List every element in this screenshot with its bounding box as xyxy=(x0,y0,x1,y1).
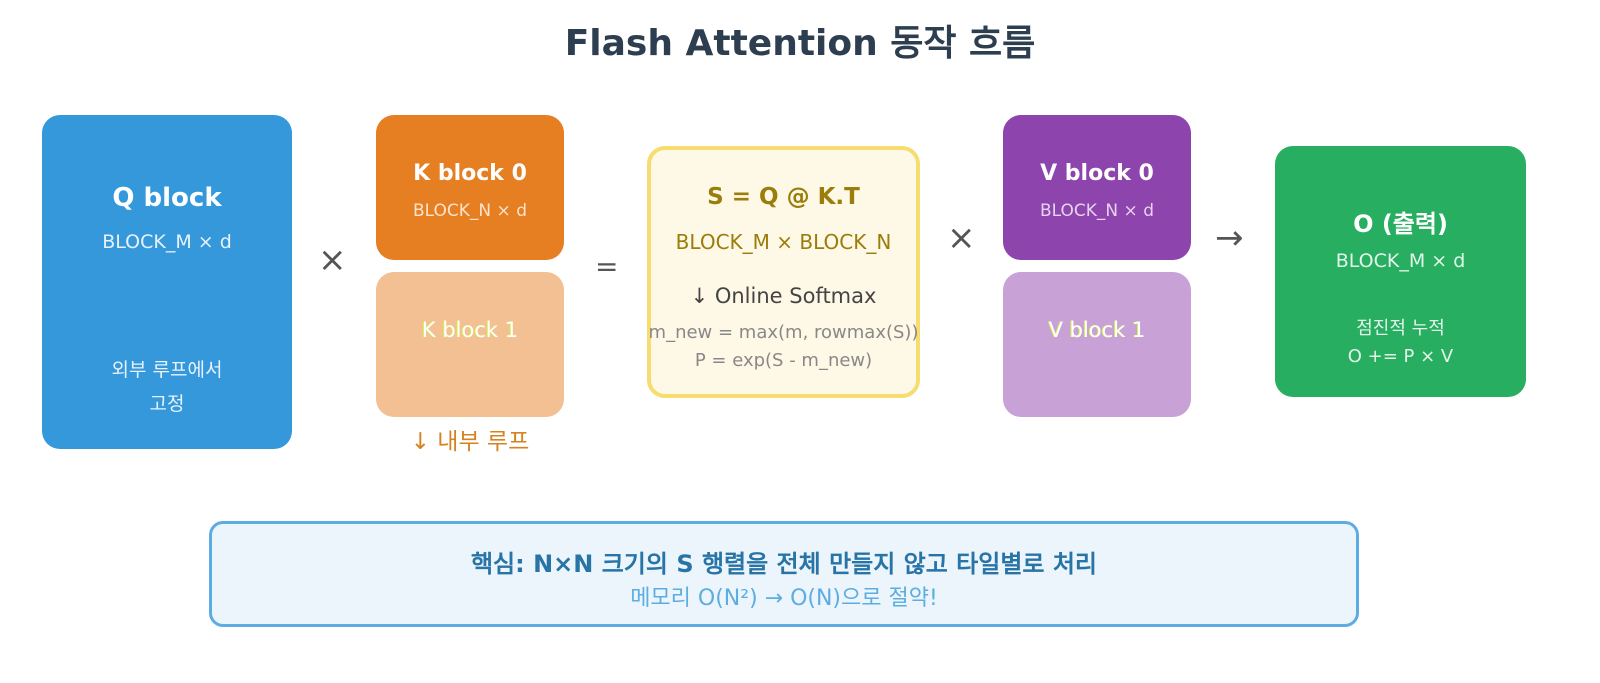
k0-title: K block 0 xyxy=(413,161,527,186)
k-block-1: K block 1 xyxy=(376,272,564,417)
q-block: Q block BLOCK_M × d 외부 루프에서 고정 xyxy=(42,115,292,449)
softmax-eq2: P = exp(S - m_new) xyxy=(694,350,873,371)
summary-box: 핵심: N×N 크기의 S 행렬을 전체 만들지 않고 타일별로 처리 메모리 … xyxy=(209,521,1359,627)
v-block-1: V block 1 xyxy=(1003,272,1191,417)
online-softmax-label: ↓ Online Softmax xyxy=(690,284,877,308)
s-block: S = Q @ K.T BLOCK_M × BLOCK_N ↓ Online S… xyxy=(647,146,920,398)
o-note2: O += P × V xyxy=(1347,346,1454,367)
arrow-right-icon: → xyxy=(1215,218,1244,258)
summary-line1: 핵심: N×N 크기의 S 행렬을 전체 만들지 않고 타일별로 처리 xyxy=(470,550,1098,578)
q-note1: 외부 루프에서 xyxy=(111,359,223,381)
q-title: Q block xyxy=(112,183,222,213)
o-note1: 점진적 누적 xyxy=(1356,318,1445,339)
o-block: O (출력) BLOCK_M × d 점진적 누적 O += P × V xyxy=(1275,146,1526,397)
multiply-operator: × xyxy=(947,218,976,258)
softmax-eq1: m_new = max(m, rowmax(S)) xyxy=(648,322,919,343)
k-block-0: K block 0 BLOCK_N × d xyxy=(376,115,564,260)
k0-dim: BLOCK_N × d xyxy=(413,201,527,221)
v-block-0: V block 0 BLOCK_N × d xyxy=(1003,115,1191,260)
q-note2: 고정 xyxy=(149,393,185,415)
o-title: O (출력) xyxy=(1353,210,1448,238)
multiply-operator: × xyxy=(318,240,347,280)
equals-operator: = xyxy=(595,250,619,283)
diagram-title: Flash Attention 동작 흐름 xyxy=(564,23,1036,64)
inner-loop-label: ↓ 내부 루프 xyxy=(410,429,530,455)
o-dim: BLOCK_M × d xyxy=(1335,250,1466,272)
s-dim: BLOCK_M × BLOCK_N xyxy=(675,230,892,254)
k1-title: K block 1 xyxy=(421,318,519,342)
v0-title: V block 0 xyxy=(1040,161,1154,186)
v1-title: V block 1 xyxy=(1048,318,1146,342)
s-title: S = Q @ K.T xyxy=(707,184,860,210)
summary-line2: 메모리 O(N²) → O(N)으로 절약! xyxy=(630,586,938,611)
v0-dim: BLOCK_N × d xyxy=(1040,201,1154,221)
q-dim: BLOCK_M × d xyxy=(102,231,232,253)
